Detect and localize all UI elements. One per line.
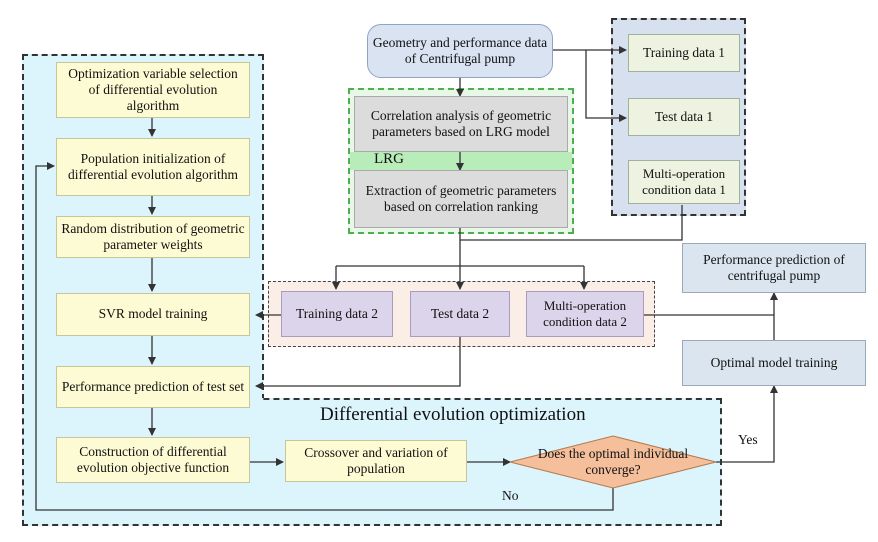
optimization-variable-node: Optimization variable selection of diffe… [56, 62, 250, 118]
population-init-node: Population initialization of differentia… [56, 138, 250, 196]
crossover-node: Crossover and variation of population [285, 440, 467, 482]
test-data-1: Test data 1 [628, 98, 740, 136]
geometry-node: Geometry and performance data of Centrif… [367, 24, 553, 78]
optimal-model-node: Optimal model training [682, 340, 866, 386]
pump-performance-node: Performance prediction of centrifugal pu… [682, 243, 866, 293]
objective-function-node: Construction of differential evolution o… [56, 437, 250, 483]
de-region-title: Differential evolution optimization [320, 404, 586, 425]
correlation-node: Correlation analysis of geometric parame… [354, 96, 568, 152]
lrg-band [350, 152, 572, 170]
training-data-1: Training data 1 [628, 34, 740, 72]
multi-operation-data-2: Multi-operation condition data 2 [526, 291, 644, 337]
test-data-2: Test data 2 [410, 291, 510, 337]
converge-label: Does the optimal individual converge? [537, 445, 689, 477]
multi-operation-data-1: Multi-operation condition data 1 [628, 160, 740, 204]
lrg-label: LRG [374, 151, 404, 167]
extraction-node: Extraction of geometric parameters based… [354, 170, 568, 228]
training-data-2: Training data 2 [281, 291, 393, 337]
svr-training-node: SVR model training [56, 293, 250, 336]
performance-test-node: Performance prediction of test set [56, 366, 250, 408]
no-label: No [502, 488, 519, 503]
yes-label: Yes [738, 432, 758, 447]
converge-diamond [509, 435, 717, 489]
random-distribution-node: Random distribution of geometric paramet… [56, 216, 250, 258]
